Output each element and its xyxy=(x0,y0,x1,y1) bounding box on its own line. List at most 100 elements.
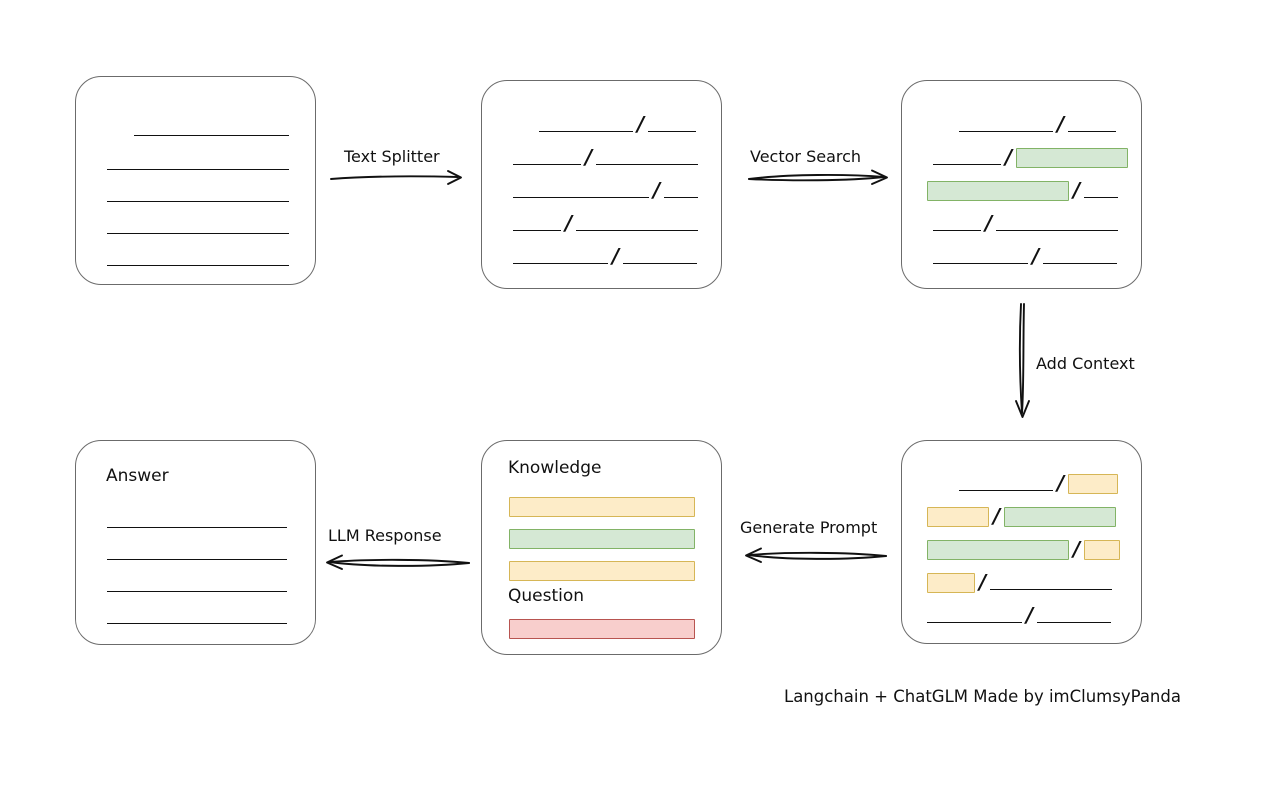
footer-credit: Langchain + ChatGLM Made by imClumsyPand… xyxy=(784,687,1181,706)
text-line-segment xyxy=(107,547,287,560)
arrow-label-add-context: Add Context xyxy=(1036,354,1135,373)
chunk-line-row: / xyxy=(933,145,1129,169)
text-line-segment xyxy=(107,611,287,624)
split-chunks-box[interactable]: / / / / / xyxy=(481,80,722,289)
text-line-segment xyxy=(513,251,608,264)
chunk-line-row: / xyxy=(933,211,1119,235)
text-line-segment xyxy=(513,218,561,231)
answer-box[interactable]: Answer xyxy=(75,440,316,645)
arrow-label-generate-prompt: Generate Prompt xyxy=(740,518,878,537)
context-chunk-highlight[interactable] xyxy=(1068,474,1119,494)
text-line-segment xyxy=(1037,610,1112,623)
text-line-segment xyxy=(513,185,649,198)
knowledge-bar[interactable] xyxy=(509,497,695,517)
source-document-box[interactable] xyxy=(75,76,316,285)
doc-line-row xyxy=(107,248,289,270)
text-line-segment xyxy=(664,185,699,198)
answer-line-row xyxy=(107,606,287,628)
doc-line-row xyxy=(134,118,289,140)
retrieved-chunk-highlight[interactable] xyxy=(1004,507,1117,527)
knowledge-bar[interactable] xyxy=(509,529,695,549)
text-line-segment xyxy=(648,119,697,132)
text-line-segment xyxy=(107,189,289,202)
split-chunks-rows: / / / / / xyxy=(482,81,721,288)
text-line-segment xyxy=(990,577,1113,590)
chunk-line-row: / xyxy=(513,145,699,169)
chunk-line-row: / xyxy=(539,112,697,136)
chunk-line-row: / xyxy=(933,244,1118,268)
slash-separator-icon: / xyxy=(985,211,993,235)
text-line-segment xyxy=(596,152,699,165)
slash-separator-icon: / xyxy=(1005,145,1013,169)
knowledge-bar-row xyxy=(509,560,695,582)
text-splitter-arrow xyxy=(330,170,462,185)
answer-line-row xyxy=(107,542,287,564)
knowledge-heading: Knowledge xyxy=(508,458,602,478)
arrow-label-llm-response: LLM Response xyxy=(328,526,442,545)
context-chunk-highlight[interactable] xyxy=(1084,540,1121,560)
retrieved-chunks-box[interactable]: / / / / / xyxy=(901,80,1142,289)
slash-separator-icon: / xyxy=(1032,244,1040,268)
knowledge-bar[interactable] xyxy=(509,561,695,581)
text-line-segment xyxy=(513,152,581,165)
retrieved-chunk-highlight[interactable] xyxy=(927,540,1069,560)
slash-separator-icon: / xyxy=(653,178,661,202)
text-line-segment xyxy=(107,221,289,234)
retrieved-chunk-highlight[interactable] xyxy=(927,181,1069,201)
llm-response-arrow xyxy=(326,554,470,570)
text-line-segment xyxy=(107,515,287,528)
chunk-line-row: / xyxy=(959,473,1119,495)
answer-line-row xyxy=(107,574,287,596)
text-line-segment xyxy=(996,218,1119,231)
text-line-segment xyxy=(1068,119,1117,132)
text-line-segment xyxy=(959,119,1053,132)
answer-rows xyxy=(76,441,315,644)
question-bar[interactable] xyxy=(509,619,695,639)
text-line-segment xyxy=(1043,251,1118,264)
context-chunks-rows: / / / / / xyxy=(902,441,1141,643)
answer-line-row xyxy=(107,510,287,532)
doc-line-row xyxy=(107,216,289,238)
chunk-line-row: / xyxy=(513,244,698,268)
add-context-arrow xyxy=(1015,303,1030,418)
arrow-label-vector-search: Vector Search xyxy=(750,147,862,166)
chunk-line-row: / xyxy=(513,178,699,202)
slash-separator-icon: / xyxy=(585,145,593,169)
text-line-segment xyxy=(107,157,289,170)
slash-separator-icon: / xyxy=(612,244,620,268)
text-line-segment xyxy=(107,253,289,266)
chunk-line-row: / xyxy=(513,211,699,235)
slash-separator-icon: / xyxy=(1073,178,1081,202)
source-document-rows xyxy=(76,77,315,284)
knowledge-bar-row xyxy=(509,528,695,550)
context-chunks-box[interactable]: / / / / / xyxy=(901,440,1142,644)
slash-separator-icon: / xyxy=(637,112,645,136)
answer-heading: Answer xyxy=(106,466,169,486)
slash-separator-icon: / xyxy=(565,211,573,235)
arrow-label-text-splitter: Text Splitter xyxy=(344,147,440,166)
vector-search-arrow xyxy=(748,169,888,185)
slash-separator-icon: / xyxy=(1057,112,1065,136)
slash-separator-icon: / xyxy=(993,504,1001,528)
text-line-segment xyxy=(576,218,699,231)
text-line-segment xyxy=(933,152,1001,165)
retrieved-chunks-rows: / / / / / xyxy=(902,81,1141,288)
doc-line-row xyxy=(107,152,289,174)
generate-prompt-arrow xyxy=(745,547,887,563)
chunk-line-row: / xyxy=(927,178,1119,202)
chunk-line-row: / xyxy=(927,504,1117,528)
prompt-box[interactable]: Knowledge Question xyxy=(481,440,722,655)
slash-separator-icon: / xyxy=(979,570,987,594)
text-line-segment xyxy=(1084,185,1119,198)
knowledge-bar-row xyxy=(509,496,695,518)
retrieved-chunk-highlight[interactable] xyxy=(1016,148,1129,168)
text-line-segment xyxy=(933,218,981,231)
text-line-segment xyxy=(959,478,1053,491)
chunk-line-row: / xyxy=(927,539,1121,561)
text-line-segment xyxy=(623,251,698,264)
slash-separator-icon: / xyxy=(1026,603,1034,627)
context-chunk-highlight[interactable] xyxy=(927,573,975,593)
context-chunk-highlight[interactable] xyxy=(927,507,989,527)
text-line-segment xyxy=(134,123,289,136)
